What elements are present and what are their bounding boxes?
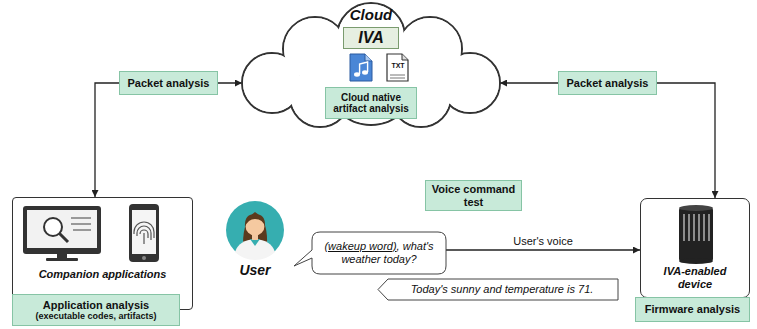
- connector: [500, 83, 715, 198]
- actor-name: User: [205, 262, 305, 278]
- bubble-text: Today's sunny and temperature is 71.: [411, 283, 594, 296]
- user-icon: User: [225, 200, 285, 260]
- box-text: IVA: [358, 29, 383, 47]
- analysis-box: Application analysis(executable codes, a…: [12, 294, 180, 326]
- region-title: Cloud: [240, 6, 502, 23]
- reply-bubble: Today's sunny and temperature is 71.: [378, 279, 618, 300]
- box-text: Voice command test: [431, 183, 516, 208]
- edge-label: Packet analysis: [119, 71, 219, 95]
- device-box: IVA-enabled device: [640, 198, 750, 298]
- cloud-bump: [328, 38, 414, 124]
- box-title: Companion applications: [19, 268, 186, 280]
- edge-label: Packet analysis: [558, 71, 658, 95]
- cloud-shape: CloudIVA Cloud native artifact analysis TX…: [240, 1, 502, 129]
- test-box: Voice command test: [425, 180, 522, 211]
- bubble-shape: [294, 232, 446, 274]
- connector: [446, 249, 640, 250]
- app-icons: [13, 198, 194, 268]
- iva-box: IVA: [343, 27, 399, 49]
- user-avatar: [225, 200, 285, 260]
- analysis-box: Cloud native artifact analysis: [325, 87, 417, 119]
- speech-text: (wakeup word): [324, 240, 396, 252]
- connector: [95, 83, 242, 197]
- bubble-text: (wakeup word), what's weather today?: [318, 240, 440, 266]
- edge-label: User's voice: [511, 235, 575, 247]
- bubble-shape: [378, 279, 618, 300]
- speech-text: Today's sunny and temperature is 71.: [411, 283, 594, 295]
- analysis-box: Firmware analysis: [635, 297, 750, 322]
- box-text: Firmware analysis: [645, 303, 740, 316]
- box-text: Cloud native artifact analysis: [331, 92, 411, 115]
- device-icon: [641, 199, 751, 269]
- icon-text: TXT: [386, 62, 410, 69]
- box-text: (executable codes, artifacts): [35, 311, 156, 321]
- box-title: IVA-enabled device: [647, 265, 743, 291]
- speech-bubble: (wakeup word), what's weather today?: [312, 232, 446, 274]
- box-text: Application analysis: [43, 299, 149, 312]
